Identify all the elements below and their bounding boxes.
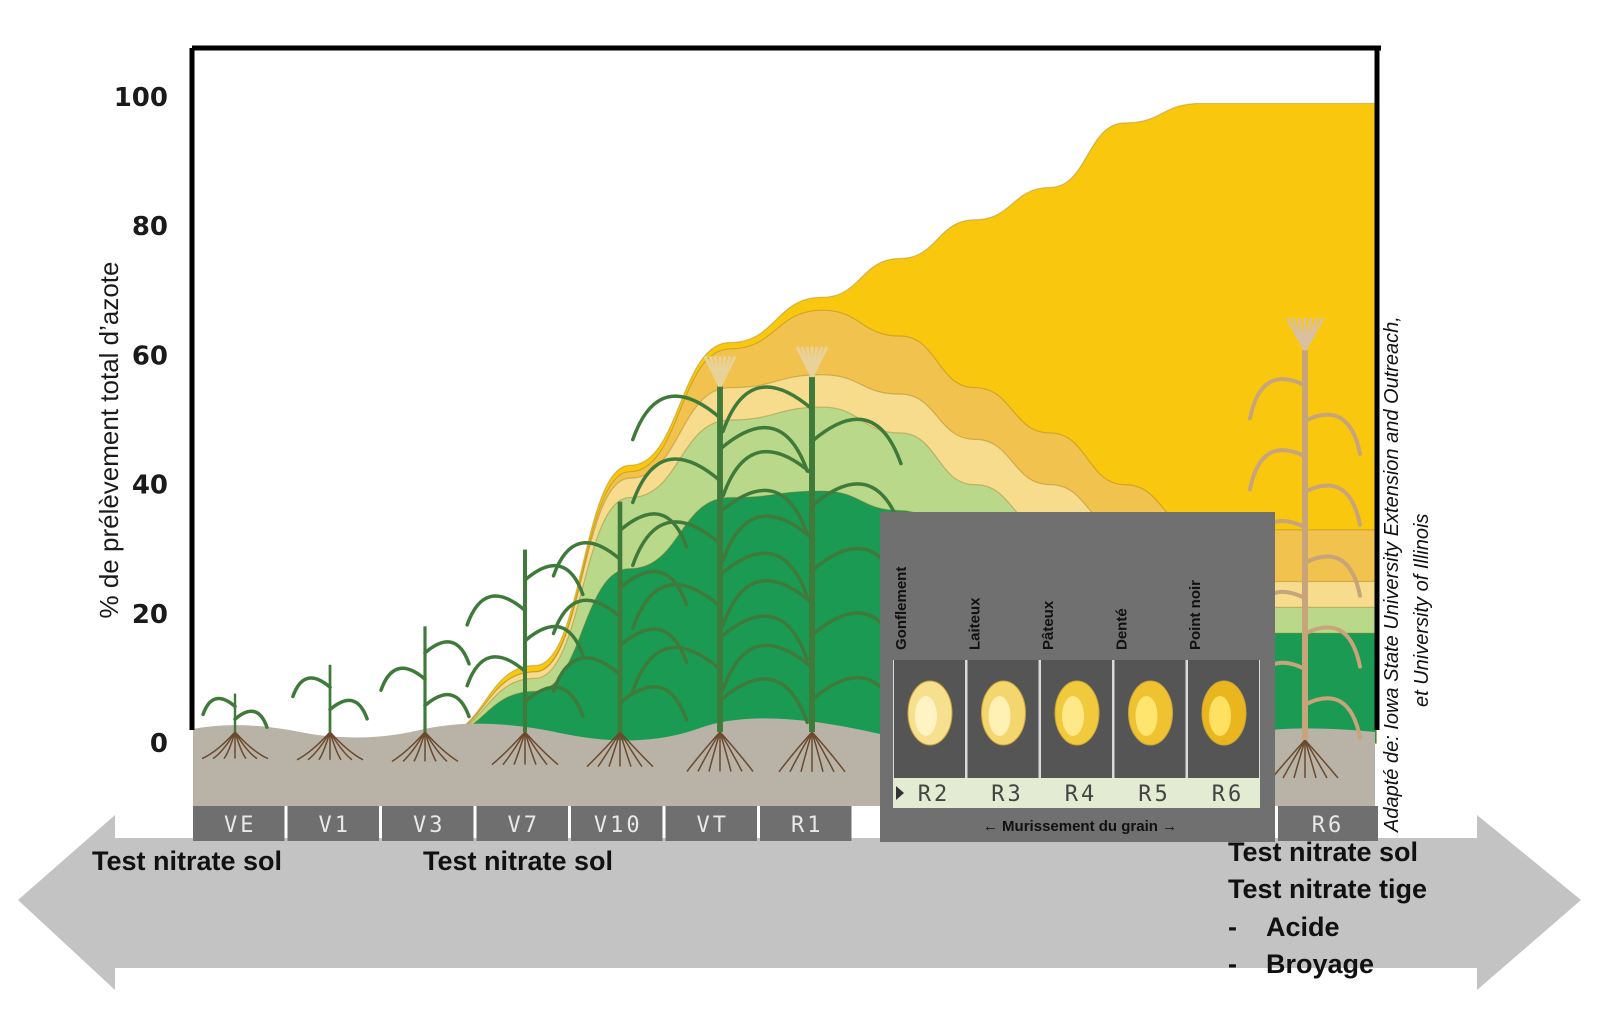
stage-label-V10: V10 xyxy=(594,813,643,838)
roots-V7 xyxy=(491,731,559,766)
roots-VE xyxy=(201,731,269,760)
soil-band xyxy=(193,718,880,806)
grain-stage-label-R2: R2 xyxy=(918,782,951,807)
stage-label-R6-final: R6 xyxy=(1312,813,1345,838)
grain-stage-label-R3: R3 xyxy=(991,782,1024,807)
test-method-acide: Acide xyxy=(1266,912,1340,942)
test-label-right-1: Test nitrate sol xyxy=(1228,837,1418,867)
grain-stage-marker-icon xyxy=(896,786,904,800)
corn-plant-V7 xyxy=(465,549,585,732)
y-tick-80: 80 xyxy=(132,212,168,242)
test-method-broyage: Broyage xyxy=(1266,949,1374,979)
y-tick-100: 100 xyxy=(114,83,168,113)
source-credit-line-2: et University of Illinois xyxy=(1411,514,1433,707)
kernel-germ-R5 xyxy=(1135,696,1158,736)
kernel-germ-R2 xyxy=(915,696,937,736)
roots-V10 xyxy=(586,731,654,768)
corn-plant-VE xyxy=(201,693,269,732)
grain-maturity-caption: ← Murissement du grain → xyxy=(983,818,1177,835)
y-axis-label: % de prélèvement total d’azote xyxy=(94,262,124,619)
y-tick-0: 0 xyxy=(150,729,168,759)
corn-plant-V3 xyxy=(379,626,471,732)
stage-cell-V7 xyxy=(476,806,568,841)
y-tick-20: 20 xyxy=(132,600,168,630)
corn-plant-VT xyxy=(631,355,809,732)
stage-cell-R1 xyxy=(760,806,852,841)
stage-label-VT: VT xyxy=(697,813,730,838)
stage-cell-V1 xyxy=(287,806,379,841)
grain-stage-name-R4: Pâteux xyxy=(1040,600,1057,650)
grain-stage-strip xyxy=(893,778,1260,808)
grain-stage-name-R6: Point noir xyxy=(1187,580,1204,650)
stage-cell-V3 xyxy=(382,806,474,841)
grain-stage-name-R3: Laiteux xyxy=(967,597,984,650)
corn-plant-V10 xyxy=(551,501,689,732)
stage-cell-R6-final xyxy=(1278,806,1378,841)
roots-VT xyxy=(686,731,754,772)
y-tick-40: 40 xyxy=(132,471,168,501)
growth-stage-bar: VE V1 V3 V7 V10 VT R1 R6 xyxy=(193,806,1378,841)
stage-cell-VT xyxy=(665,806,757,841)
roots-V1 xyxy=(296,731,364,761)
stage-cell-V10 xyxy=(571,806,663,841)
stage-label-V7: V7 xyxy=(508,813,541,838)
kernel-germ-R6 xyxy=(1209,696,1231,736)
bullet-dash-1: - xyxy=(1228,912,1237,942)
source-credit-line-1: Adapté de: Iowa State University Extensi… xyxy=(1381,316,1403,833)
roots xyxy=(201,731,1339,779)
test-label-left: Test nitrate sol xyxy=(92,846,282,876)
soil-band-right xyxy=(1272,728,1375,806)
grain-stage-label-R6: R6 xyxy=(1212,782,1245,807)
grain-stage-label-R4: R4 xyxy=(1065,782,1098,807)
kernel-germ-R3 xyxy=(988,696,1011,736)
timeline-arrow xyxy=(18,815,1581,990)
grain-stage-name-R5: Denté xyxy=(1114,608,1131,650)
stage-label-V3: V3 xyxy=(413,813,446,838)
kernel-germ-R4 xyxy=(1062,696,1084,736)
y-tick-labels: 100 80 60 40 20 0 xyxy=(114,83,168,759)
stage-label-VE: VE xyxy=(224,813,257,838)
test-label-right-2: Test nitrate tige xyxy=(1228,874,1427,904)
grain-stage-label-R5: R5 xyxy=(1138,782,1171,807)
corn-plant-V1 xyxy=(291,664,369,732)
grain-stage-name-R2: Gonflement xyxy=(893,567,910,650)
stage-cell-VE xyxy=(193,806,285,841)
roots-V3 xyxy=(391,731,459,763)
stage-label-V1: V1 xyxy=(319,813,352,838)
roots-R1 xyxy=(778,731,846,773)
stage-label-R1: R1 xyxy=(791,813,824,838)
y-tick-60: 60 xyxy=(132,341,168,371)
test-label-middle: Test nitrate sol xyxy=(423,846,613,876)
bullet-dash-2: - xyxy=(1228,949,1237,979)
